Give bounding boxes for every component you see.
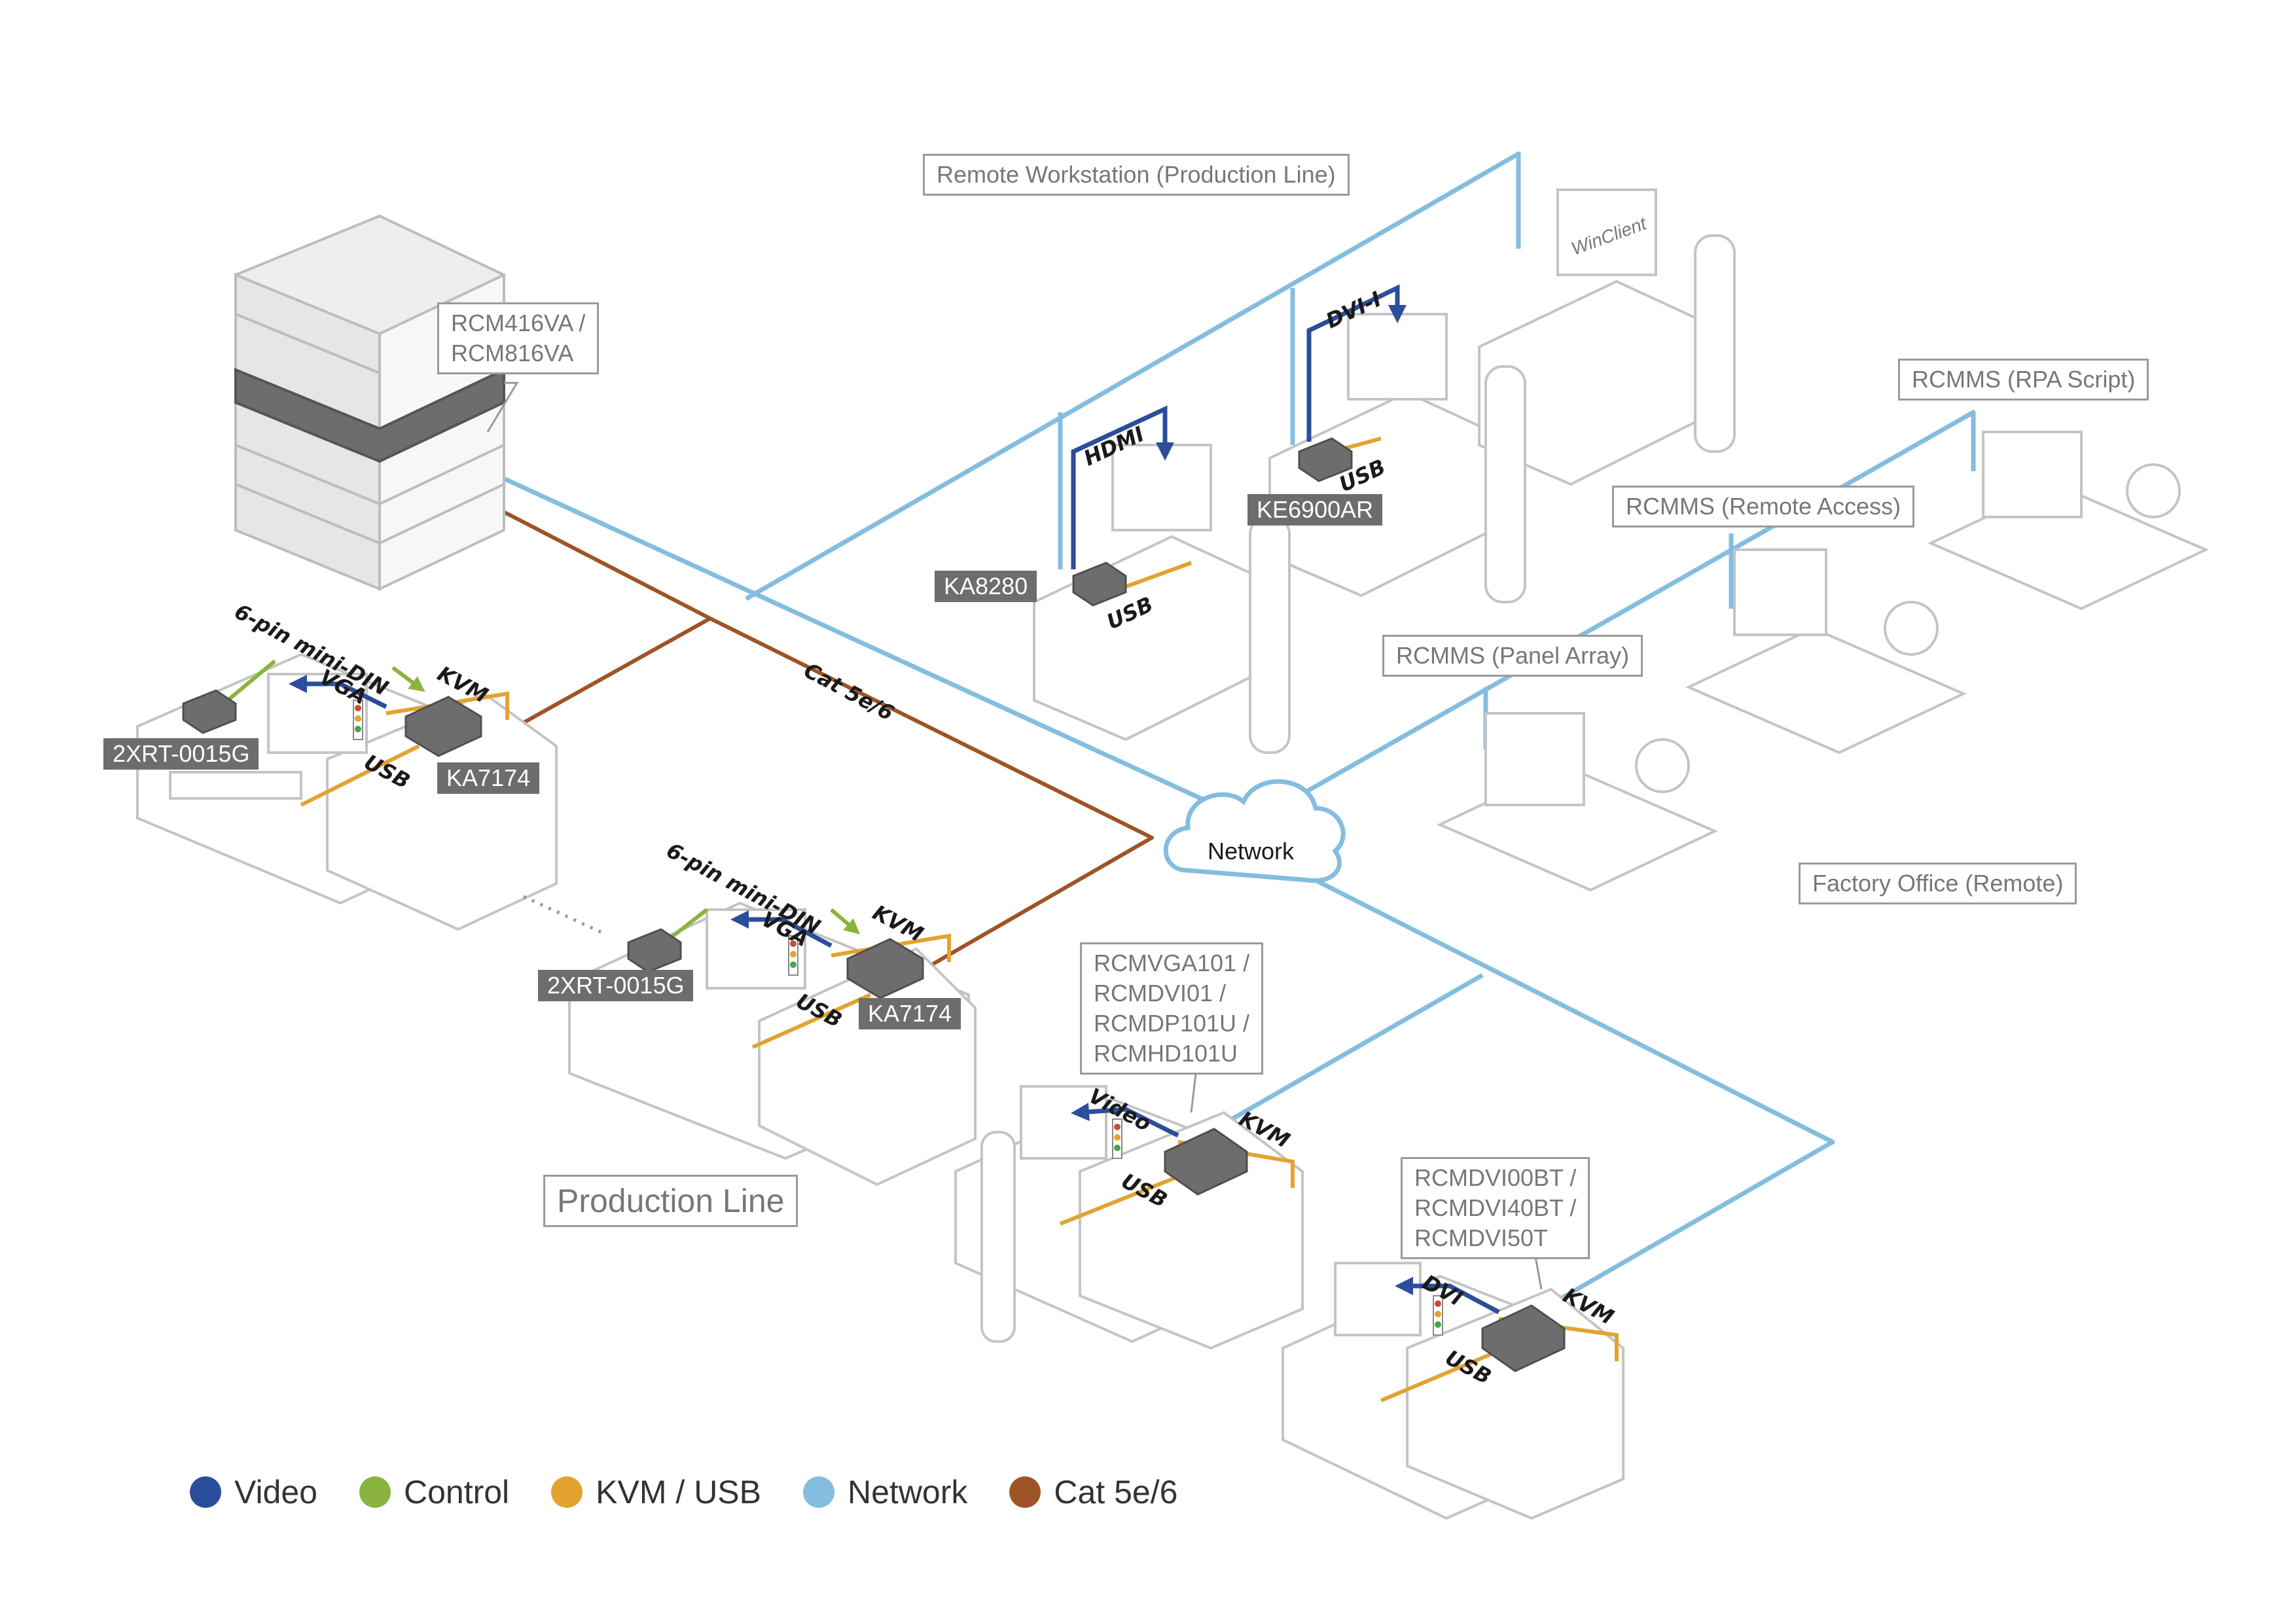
legend-label: Control xyxy=(403,1474,510,1510)
cat-line-main xyxy=(404,459,1154,987)
network-line-to-factory xyxy=(1308,874,1835,1318)
callout-rcmvga-line3: RCMDP101U / xyxy=(1094,1010,1250,1037)
tag-xrt-b: 2XRT-0015G xyxy=(538,970,694,1001)
rcm-unit xyxy=(234,367,505,463)
signal-towers xyxy=(353,700,1443,1336)
callout-rcm416va: RCM416VA / RCM816VA xyxy=(437,302,600,374)
callout-rcmdvi-line2: RCMDVI40BT / xyxy=(1414,1194,1577,1221)
dotted-link xyxy=(522,895,603,935)
xrt-a-device xyxy=(182,689,237,734)
tag-ka7174-b: KA7174 xyxy=(859,998,961,1029)
video-lines xyxy=(289,284,1500,1315)
tag-ke6900ar: KE6900AR xyxy=(1247,494,1383,526)
callout-factory-office: Factory Office (Remote) xyxy=(1799,863,2077,904)
rcmdvi-device xyxy=(1481,1304,1566,1372)
tag-ka7174-a: KA7174 xyxy=(437,762,540,794)
callout-rcm-line1: RCM416VA / xyxy=(451,310,586,336)
network-cloud xyxy=(1163,779,1346,883)
ka8280-device xyxy=(1072,562,1127,607)
legend-swatch xyxy=(359,1476,391,1508)
callout-rcmms-remote: RCMMS (Remote Access) xyxy=(1612,486,1915,527)
callout-rcmdvi-line1: RCMDVI00BT / xyxy=(1414,1164,1577,1191)
legend-item-video: Video xyxy=(190,1473,317,1511)
legend-item-kvm-usb: KVM / USB xyxy=(551,1473,761,1511)
rcmvga-device xyxy=(1164,1128,1248,1196)
callout-rcmdvi-line3: RCMDVI50T xyxy=(1414,1224,1549,1251)
network-label: Network xyxy=(1208,838,1295,865)
legend-swatch xyxy=(190,1476,221,1508)
legend: Video Control KVM / USB Network Cat 5e/6 xyxy=(190,1472,1177,1512)
legend-item-cat: Cat 5e/6 xyxy=(1009,1473,1177,1511)
tag-ka8280: KA8280 xyxy=(935,571,1037,602)
ka7174-a-device xyxy=(404,696,482,757)
callout-rcmvga-line2: RCMDVI01 / xyxy=(1094,980,1227,1007)
server-rack xyxy=(234,214,505,592)
legend-label: Cat 5e/6 xyxy=(1054,1474,1178,1510)
devices xyxy=(182,437,1566,1372)
network-line-rcm xyxy=(444,449,1245,821)
callout-rcmvga-line4: RCMHD101U xyxy=(1094,1040,1238,1067)
network-line-to-workstation xyxy=(745,151,1521,601)
legend-label: Network xyxy=(848,1474,968,1510)
callout-rcmms-panel: RCMMS (Panel Array) xyxy=(1382,635,1643,677)
xrt-b-device xyxy=(627,928,682,973)
callout-rcmvga-line1: RCMVGA101 / xyxy=(1094,950,1250,976)
operators-standing xyxy=(980,234,1736,1343)
office-desks xyxy=(1437,431,2209,892)
legend-swatch xyxy=(1009,1476,1041,1508)
callout-remote-workstation: Remote Workstation (Production Line) xyxy=(923,154,1350,196)
legend-swatch xyxy=(803,1476,835,1508)
workstation-desks xyxy=(1033,188,1703,741)
ke6900ar-device xyxy=(1298,437,1353,482)
callout-rcm-line2: RCM816VA xyxy=(451,340,574,366)
legend-item-network: Network xyxy=(803,1473,967,1511)
callout-rcmdvi: RCMDVI00BT / RCMDVI40BT / RCMDVI50T xyxy=(1401,1157,1590,1259)
tag-xrt-a: 2XRT-0015G xyxy=(103,738,259,770)
legend-label: Video xyxy=(234,1474,317,1510)
callout-rcmms-rpa: RCMMS (RPA Script) xyxy=(1898,359,2149,401)
ka7174-b-device xyxy=(846,938,924,999)
callout-rcmvga: RCMVGA101 / RCMDVI01 / RCMDP101U / RCMHD… xyxy=(1080,942,1264,1075)
callout-production-line: Production Line xyxy=(543,1175,798,1227)
network-line-rcmvga xyxy=(1196,972,1484,1141)
legend-swatch xyxy=(551,1476,583,1508)
legend-label: KVM / USB xyxy=(596,1474,762,1510)
legend-item-control: Control xyxy=(359,1473,509,1511)
